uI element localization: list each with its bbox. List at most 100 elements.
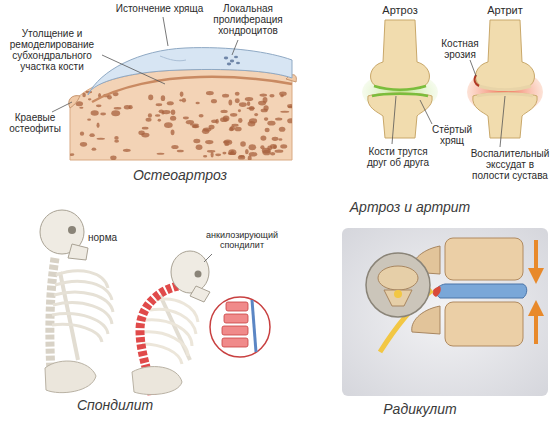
bone-texture [280,144,287,148]
part-label: анкилозирующий спондилит [206,231,278,251]
normal-skeleton [68,226,76,234]
leader-lines [232,40,238,55]
bone-texture [70,91,295,161]
bone-texture [148,113,152,118]
leader-lines [52,102,72,112]
radiculitis-figure [394,290,402,298]
osteoarthritis-figure [160,56,186,61]
osteoarthritis-figure [88,48,292,95]
part-label: Воспалительный экссудат в полости сустав… [466,148,554,181]
bone-texture [238,118,242,123]
bone-texture [228,149,236,155]
part-label: Стёртый хрящ [430,124,474,146]
bone-texture [235,92,240,96]
bone-texture [89,133,94,137]
bone-texture [97,122,100,128]
bone-texture [82,93,86,98]
bone-texture [179,99,182,101]
bone-texture [161,95,165,101]
bone-texture [164,122,173,128]
osteophyte [69,96,80,108]
panel-caption: Радикулит [355,402,485,417]
bone-texture [97,138,105,140]
bone-texture [258,101,266,106]
normal-skeleton [60,272,78,360]
arthritis-joint [467,20,543,138]
leader-lines [470,60,476,76]
bone-texture [148,95,153,101]
chondrocytes [230,60,234,63]
bone-texture [155,114,160,117]
bone-texture [215,154,221,157]
bone-texture [167,101,174,105]
bone-texture [80,132,84,136]
bone-texture [80,142,87,147]
spondylitis-skeleton [132,367,182,395]
spondylitis-skeleton [210,297,270,357]
bone-texture [235,98,240,103]
normal-skeleton [45,361,96,393]
spondylitis-skeleton [224,314,248,323]
bone-texture [171,110,176,116]
chondrocytes [234,56,238,59]
arthrosis-joint [362,20,438,138]
leader-lines [204,254,212,262]
bone-texture [193,139,200,144]
bone-texture [254,113,258,116]
spondylitis-skeleton [222,338,248,347]
radiculitis-figure [378,266,418,290]
bone-texture [124,105,131,110]
bone-texture [248,121,256,126]
bone-texture [265,128,270,132]
leader-lines [204,254,212,262]
bone-texture [157,153,165,155]
spondylitis-skeleton [222,326,248,335]
bone-texture [260,145,264,149]
bone-texture [87,119,91,121]
bone-texture [260,135,266,140]
bone-texture [245,97,254,101]
part-label: Утолщение и ремоделирование субхондральн… [2,28,102,72]
leader-lines [392,96,396,144]
part-label: Краевые остеофиты [4,112,66,134]
bone-texture [275,150,284,153]
bone-texture [142,127,149,130]
panel-caption: Остеоартроз [105,168,255,183]
radiculitis-figure [342,228,548,396]
bone-texture [267,146,272,151]
arthrosis-joint [371,20,430,90]
bone-texture [240,141,246,146]
leader-lines [500,96,505,147]
bone-texture [92,148,97,151]
bone-texture [70,153,75,156]
bone-texture [183,117,189,120]
chondrocytes [227,63,231,66]
bone-texture [247,107,255,109]
spondylitis-skeleton [190,286,210,302]
part-label: Кости трутся друг об друга [358,146,438,168]
bone-texture [146,118,152,122]
panel-caption: Артроз и артрит [330,200,490,215]
arthritis-joint [479,86,531,90]
bone-texture [222,94,229,98]
arthrosis-joint [372,94,428,96]
bone-texture [287,104,294,108]
bone-texture [272,137,279,141]
part-label: Истончение хряща [112,3,207,14]
osteoarthritis-figure [69,48,297,161]
arthritis-joint [476,20,535,90]
normal-skeleton [52,271,113,342]
bone-texture [238,155,245,159]
bone-texture [261,109,268,113]
part-label: Локальная пролиферация хондроцитов [212,3,284,36]
chondrocytes [224,56,240,66]
spondylitis-skeleton [222,302,248,347]
bone-texture [114,136,118,140]
bone-texture [287,118,294,123]
radiculitis-figure [384,290,412,306]
bone-texture [110,156,116,161]
bone-texture [170,116,176,121]
bone-texture [211,99,217,103]
bone-texture [211,152,214,158]
